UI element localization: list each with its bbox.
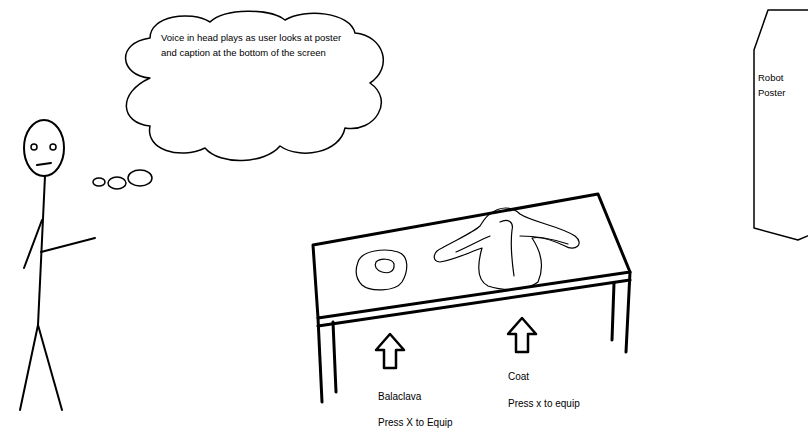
figure-eye bbox=[31, 144, 37, 150]
equip-prompt: Press X to Equip bbox=[378, 417, 452, 428]
coat-drawing bbox=[500, 220, 514, 276]
coat-drawing bbox=[434, 208, 579, 289]
figure-leg bbox=[38, 325, 62, 410]
thought-bubble bbox=[128, 170, 152, 186]
thought-cloud: Voice in head plays as user looks at pos… bbox=[105, 8, 390, 170]
item-name: Balaclava bbox=[378, 391, 421, 402]
table-leg bbox=[318, 318, 322, 402]
robot-poster: Robot Poster bbox=[752, 8, 808, 240]
item-name: Coat bbox=[508, 371, 529, 382]
figure-mouth bbox=[37, 163, 51, 165]
up-arrow bbox=[376, 334, 404, 368]
table-leg bbox=[612, 283, 614, 340]
equip-prompt: Press x to equip bbox=[508, 398, 580, 409]
table-leg bbox=[333, 322, 336, 392]
figure-head bbox=[24, 120, 64, 176]
node-text: Voice in head plays as user looks at pos… bbox=[161, 30, 353, 60]
thought-bubble bbox=[93, 178, 105, 186]
figure-arm bbox=[41, 238, 95, 252]
node-text: Robot Poster bbox=[758, 70, 792, 100]
figure-eye bbox=[50, 144, 56, 150]
table-leg bbox=[626, 272, 630, 352]
balaclava-drawing bbox=[356, 250, 407, 290]
thought-bubble bbox=[108, 177, 126, 189]
coat-drawing bbox=[456, 236, 568, 252]
robot-poster-outline bbox=[752, 8, 808, 240]
balaclava-drawing bbox=[375, 259, 394, 273]
figure-arm bbox=[24, 220, 42, 268]
table-top bbox=[313, 194, 630, 318]
up-arrow bbox=[508, 318, 536, 352]
figure-leg bbox=[20, 325, 38, 410]
